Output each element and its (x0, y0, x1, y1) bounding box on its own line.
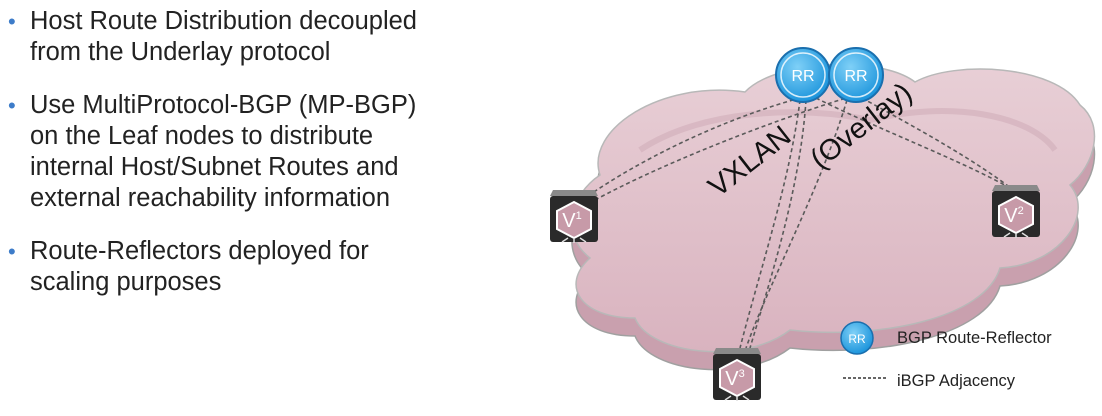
bullet-line: Route-Reflectors deployed for (30, 237, 369, 265)
legend-rr-text: BGP Route-Reflector (897, 329, 1052, 347)
ibgp-link (594, 97, 847, 201)
bullet-line: scaling purposes (30, 268, 222, 296)
bullet-text: Route-Reflectors deployed for scaling pu… (30, 236, 369, 298)
cloud-shape (571, 63, 1096, 371)
ibgp-link (815, 97, 1011, 189)
bullet-line: Host Route Distribution decoupled (30, 7, 417, 35)
route-reflector-2: RR (828, 47, 884, 103)
bullet-dot: • (8, 239, 16, 264)
bullet-line: from the Underlay protocol (30, 38, 331, 66)
vtep-1: V1 (549, 189, 599, 244)
rr-label: RR (844, 68, 867, 85)
ibgp-link (739, 99, 801, 349)
bullet-dot: • (8, 9, 16, 34)
legend-rr-icon-label: RR (848, 332, 866, 346)
bullet-dot: • (8, 93, 16, 118)
rr-label: RR (791, 68, 814, 85)
route-reflector-1: RR (775, 47, 831, 103)
vtep-2: V2 (991, 184, 1041, 239)
ibgp-link (749, 99, 807, 349)
ibgp-link (745, 99, 848, 349)
vtep-index: 2 (1018, 205, 1024, 217)
vtep-letter: V (562, 210, 576, 232)
legend: RR BGP Route-Reflector iBGP Adjacency (840, 321, 1052, 390)
legend-ibgp-text: iBGP Adjacency (897, 372, 1016, 390)
ibgp-link (861, 97, 1017, 193)
vtep-label: V3 (725, 368, 744, 390)
bullet-line: Use MultiProtocol-BGP (MP-BGP) (30, 91, 417, 119)
legend-rr-icon: RR (840, 321, 874, 355)
vtep-index: 1 (576, 210, 582, 222)
vtep-label: V2 (1004, 205, 1023, 227)
bullet-line: external reachability information (30, 184, 391, 212)
ibgp-links (587, 97, 1017, 349)
vtep-letter: V (725, 368, 739, 390)
bullet-list: • Host Route Distribution decoupled from… (0, 0, 520, 416)
vtep-letter: V (1004, 205, 1018, 227)
bullet-text: Use MultiProtocol-BGP (MP-BGP) on the Le… (30, 90, 416, 214)
vtep-3: V3 (712, 347, 762, 402)
vtep-label: V1 (562, 210, 581, 232)
bullet-line: internal Host/Subnet Routes and (30, 153, 399, 181)
vtep-index: 3 (739, 368, 745, 380)
bullet-line: on the Leaf nodes to distribute (30, 122, 374, 150)
bullet-text: Host Route Distribution decoupled from t… (30, 6, 417, 68)
ibgp-link (587, 97, 801, 197)
